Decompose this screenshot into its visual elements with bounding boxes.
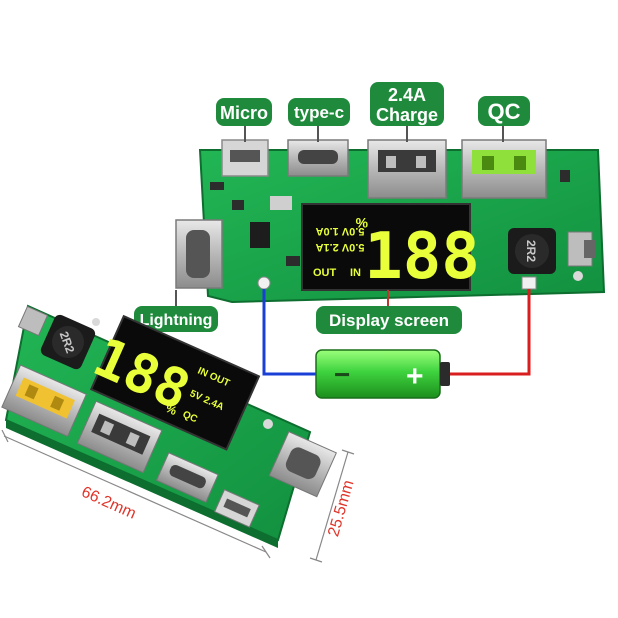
battery-positive-pad [521, 276, 537, 290]
display-screen-label: Display screen [329, 311, 449, 330]
length-dimension-line [3, 435, 267, 553]
micro-label-bg [216, 98, 272, 126]
top-display-digits: 188 [364, 220, 480, 294]
qc-label: QC [488, 99, 521, 124]
lightning-label-bg [134, 306, 218, 332]
charge-label-line2: Charge [376, 105, 438, 125]
typec-port [287, 139, 349, 177]
top-display-line1: 5.0V 1.0A [315, 225, 364, 237]
top-display-line2: 5.0V 2.1A [315, 241, 364, 253]
usb-a-charge-port [367, 139, 447, 199]
bottom-button [17, 305, 49, 337]
usb-a-qc-port [461, 139, 547, 199]
power-button [567, 231, 596, 267]
bottom-usb-qc-port [1, 364, 87, 438]
bottom-lightning-port [268, 431, 337, 498]
smd-component [210, 182, 224, 190]
micro-usb-port [221, 139, 269, 177]
display-screen-label-bg [316, 306, 462, 334]
chip [250, 222, 270, 248]
bottom-inductor: 2R2 [40, 314, 96, 370]
charge-label-line1: 2.4A [388, 85, 426, 105]
bottom-pad [263, 419, 273, 429]
typec-label: type-c [294, 103, 344, 122]
battery: − + [315, 349, 450, 399]
micro-label: Micro [220, 103, 268, 123]
qc-label-bg [478, 96, 530, 126]
top-display-percent: % [355, 215, 368, 231]
bottom-pad [92, 318, 100, 326]
top-display: 188 % 5.0V 1.0A 5.0V 2.1A IN OUT [301, 203, 480, 294]
bottom-micro-port [214, 489, 260, 528]
bottom-typec-port [155, 452, 219, 503]
smd-component [560, 170, 570, 182]
battery-minus: − [334, 359, 350, 390]
battery-plus: + [406, 360, 424, 393]
typec-label-bg [288, 98, 350, 126]
width-dimension-line [315, 451, 349, 561]
top-board: 2R2 188 % 5.0V 1.0A 5.0V 2.1A IN OUT [175, 139, 606, 304]
battery-wiring: − + [262, 289, 531, 399]
charge-label-bg [370, 82, 444, 126]
lightning-port [175, 219, 223, 289]
solder-pad [573, 271, 583, 281]
battery-negative-pad [257, 276, 271, 290]
positive-wire [446, 289, 531, 376]
port-labels: Micro type-c 2.4A Charge QC Lightning Di… [134, 82, 530, 334]
smd-component [286, 256, 300, 266]
smd-component [270, 196, 292, 210]
bottom-usb-charge-port [76, 400, 163, 474]
inductor-marking: 2R2 [524, 240, 538, 262]
bottom-board: 2R2 [1, 304, 337, 548]
negative-wire [262, 289, 320, 376]
length-dimension: 66.2mm [79, 484, 139, 523]
inductor: 2R2 [508, 228, 556, 274]
lightning-label: Lightning [140, 312, 213, 329]
width-dimension: 25.5mm [325, 478, 357, 538]
smd-component [232, 200, 244, 210]
top-display-in: IN [350, 267, 361, 279]
top-display-out: OUT [313, 267, 337, 279]
